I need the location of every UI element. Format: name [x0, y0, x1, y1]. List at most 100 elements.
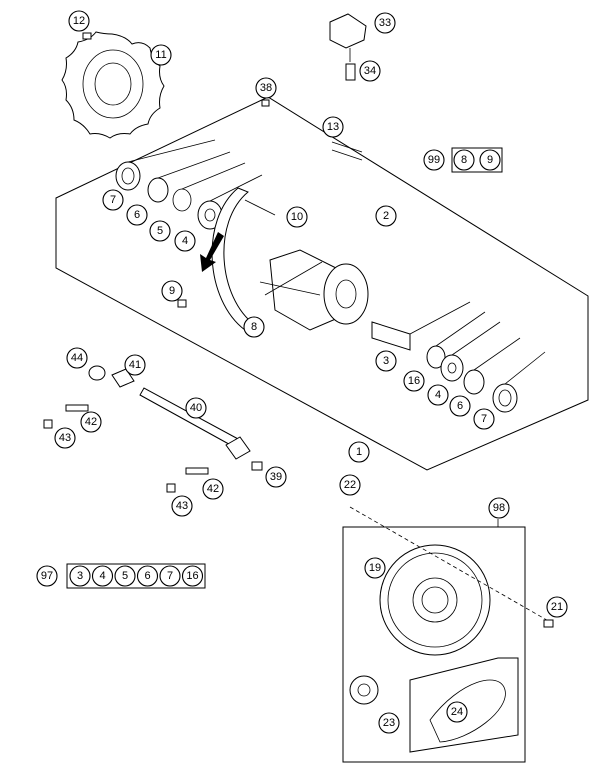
- callout-c39: 39: [265, 466, 287, 488]
- svg-text:11: 11: [155, 49, 166, 61]
- axle-parts: [43, 365, 263, 493]
- svg-text:5: 5: [122, 570, 128, 582]
- rotation-arrow-icon: [200, 232, 224, 272]
- callout-c34: 34: [359, 60, 381, 82]
- callout-c41: 41: [124, 354, 146, 376]
- svg-text:13: 13: [327, 121, 339, 133]
- disc-bolt: [82, 32, 92, 40]
- svg-text:42: 42: [207, 483, 219, 495]
- svg-text:42: 42: [85, 416, 97, 428]
- svg-text:97: 97: [41, 570, 53, 582]
- svg-text:9: 9: [169, 285, 175, 297]
- callout-c22: 22: [339, 474, 361, 496]
- kit97-item-3: 3: [69, 565, 91, 587]
- svg-text:9: 9: [487, 154, 493, 166]
- svg-text:23: 23: [383, 717, 395, 729]
- kit-98-frame: [342, 526, 526, 763]
- kit99-item-9: 9: [479, 149, 501, 171]
- svg-text:8: 8: [461, 154, 467, 166]
- svg-text:12: 12: [73, 15, 85, 27]
- svg-text:2: 2: [383, 210, 389, 222]
- callout-c38: 38: [255, 77, 277, 99]
- kit-99-box: [451, 147, 503, 173]
- svg-text:44: 44: [71, 352, 83, 364]
- svg-text:4: 4: [99, 570, 105, 582]
- kit97-item-4: 4: [91, 565, 114, 587]
- kit97-item-6: 6: [136, 565, 159, 587]
- kit97-item-16: 16: [181, 565, 204, 587]
- callout-c21: 21: [546, 596, 568, 618]
- svg-text:19: 19: [369, 562, 381, 574]
- wheel-hub: [259, 249, 369, 331]
- svg-text:33: 33: [379, 17, 391, 29]
- svg-text:43: 43: [59, 432, 71, 444]
- bearing-stack-right: [371, 301, 546, 413]
- svg-text:8: 8: [251, 321, 257, 333]
- callout-c12: 12: [68, 10, 90, 32]
- svg-text:21: 21: [551, 601, 563, 613]
- callout-c10: 10: [286, 206, 308, 228]
- svg-text:6: 6: [134, 209, 140, 221]
- callout-c8: 8: [243, 316, 265, 338]
- callout-c42a: 42: [80, 411, 102, 433]
- callout-c7b: 7: [473, 408, 495, 430]
- kit97-item-5: 5: [114, 565, 136, 587]
- svg-text:7: 7: [110, 194, 116, 206]
- kit-97-box: [66, 563, 206, 589]
- svg-text:5: 5: [157, 225, 163, 237]
- bolt-axis-line: [349, 506, 553, 624]
- svg-text:99: 99: [428, 154, 440, 166]
- callout-c24: 24: [446, 701, 468, 723]
- callout-c6a: 6: [126, 204, 148, 226]
- svg-text:16: 16: [408, 375, 420, 387]
- svg-text:7: 7: [167, 570, 173, 582]
- svg-text:3: 3: [77, 570, 83, 582]
- spacer-small: [261, 99, 270, 107]
- callout-c19: 19: [364, 557, 386, 579]
- callout-c11: 11: [150, 44, 172, 66]
- rear-sprocket: [379, 544, 491, 656]
- bearing-stack-left: [115, 139, 263, 230]
- svg-text:38: 38: [260, 82, 272, 94]
- chain-box: [409, 657, 519, 753]
- callout-c4a: 4: [174, 230, 196, 252]
- svg-text:6: 6: [457, 400, 463, 412]
- callout-c3: 3: [375, 350, 397, 372]
- svg-text:7: 7: [481, 413, 487, 425]
- callout-c4b: 4: [427, 384, 449, 406]
- callout-c98: 98: [488, 497, 510, 519]
- svg-text:6: 6: [144, 570, 150, 582]
- svg-text:10: 10: [291, 211, 303, 223]
- damper-part: [329, 13, 367, 81]
- svg-text:24: 24: [451, 706, 463, 718]
- callout-c13: 13: [322, 116, 344, 138]
- svg-text:1: 1: [356, 446, 362, 458]
- svg-text:4: 4: [435, 389, 441, 401]
- spacer-9: [177, 299, 187, 308]
- svg-text:34: 34: [364, 65, 376, 77]
- callout-c6b: 6: [449, 395, 471, 417]
- valve-strip: [331, 141, 363, 161]
- callout-c44: 44: [66, 347, 88, 369]
- callout-c9: 9: [161, 280, 183, 302]
- kit97-item-7: 7: [159, 565, 181, 587]
- callout-c99: 99: [423, 149, 445, 171]
- svg-text:43: 43: [176, 500, 188, 512]
- svg-text:41: 41: [129, 359, 141, 371]
- callout-c43a: 43: [54, 427, 76, 449]
- callout-c40: 40: [185, 397, 207, 419]
- callout-c1: 1: [348, 441, 370, 463]
- callout-c16: 16: [403, 370, 425, 392]
- svg-text:3: 3: [383, 355, 389, 367]
- svg-text:22: 22: [344, 479, 356, 491]
- callout-c5: 5: [149, 220, 171, 242]
- svg-text:4: 4: [182, 235, 188, 247]
- svg-text:98: 98: [493, 502, 505, 514]
- callout-c2: 2: [375, 205, 397, 227]
- callout-c33: 33: [374, 12, 396, 34]
- sprocket-bolt: [543, 619, 554, 628]
- svg-text:40: 40: [190, 402, 202, 414]
- svg-text:16: 16: [186, 570, 198, 582]
